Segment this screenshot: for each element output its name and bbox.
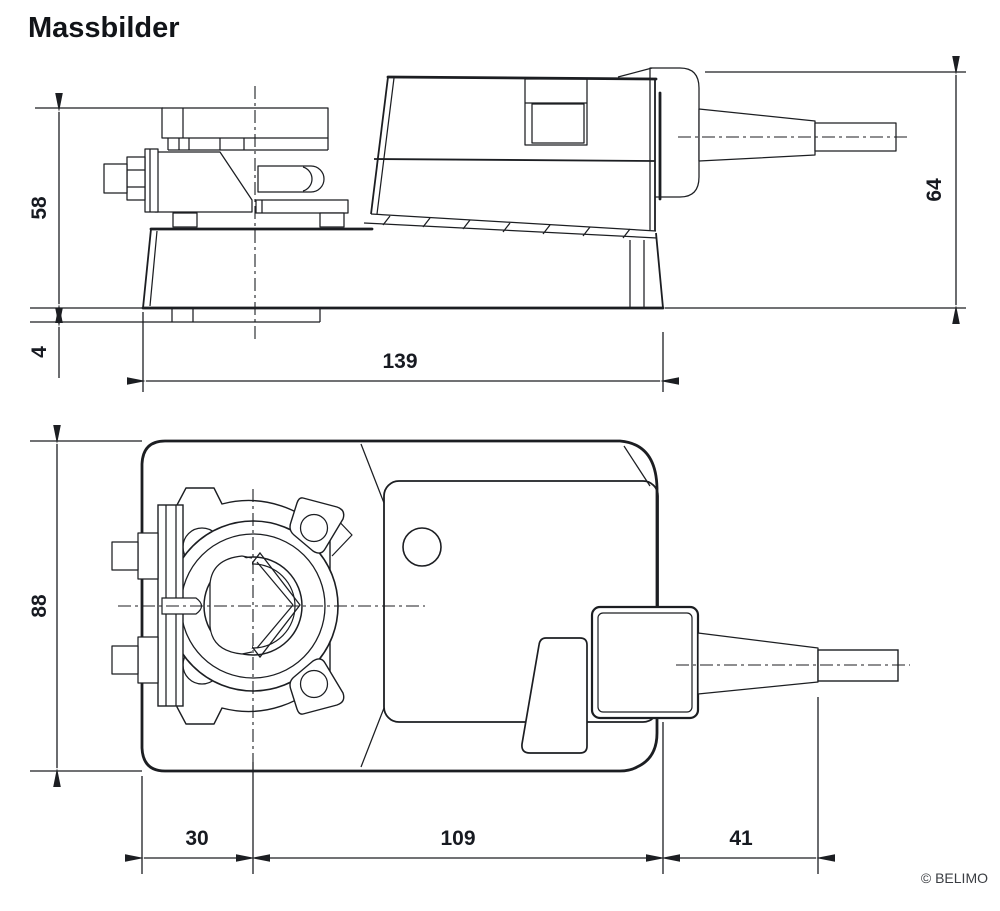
clamp-base-plate <box>255 199 349 214</box>
anti-rotation-strap <box>171 308 321 323</box>
plan-gland-dim-label: 41 <box>729 827 753 850</box>
gear-release-button <box>402 527 442 567</box>
copyright-note: © BELIMO <box>920 870 988 886</box>
cable-cone-side <box>698 108 816 162</box>
clamp-nut <box>126 156 146 201</box>
cable-cone-plan <box>697 632 819 695</box>
shaft-clamp-assembly <box>103 107 349 228</box>
side-length-dim-label: 139 <box>382 350 417 373</box>
side-elevation-view: 58 4 139 64 <box>28 56 966 392</box>
universal-clamp-plan <box>111 487 345 725</box>
plan-offset-dim-label: 30 <box>185 827 208 850</box>
clamp-slot <box>161 597 203 615</box>
base-plate <box>143 229 663 308</box>
body-window <box>524 78 588 146</box>
clamp-body <box>154 151 253 213</box>
body-cover-plan <box>383 480 659 723</box>
clamp-pin <box>257 165 325 193</box>
side-height-dim-label: 58 <box>28 196 51 220</box>
side-overall-height-dim-label: 64 <box>923 178 946 202</box>
clamp-bolt-head <box>103 163 128 194</box>
page-title: Massbilder <box>28 12 180 44</box>
plan-view: 88 30 109 41 <box>28 425 910 874</box>
cable-gland-plan <box>590 605 700 720</box>
clamp-handle <box>161 107 329 139</box>
clamp-bolt-bottom <box>137 636 159 684</box>
clamp-bolt-top <box>137 532 159 580</box>
clamp-washer-stack <box>144 148 159 213</box>
plan-width-dim-label: 88 <box>28 594 51 618</box>
actuator-body-side <box>363 75 662 239</box>
manual-lever <box>521 637 588 754</box>
side-baseplate-dim-label: 4 <box>28 346 51 358</box>
plan-length-dim-label: 109 <box>440 827 475 850</box>
cable-gland-side <box>649 67 700 198</box>
